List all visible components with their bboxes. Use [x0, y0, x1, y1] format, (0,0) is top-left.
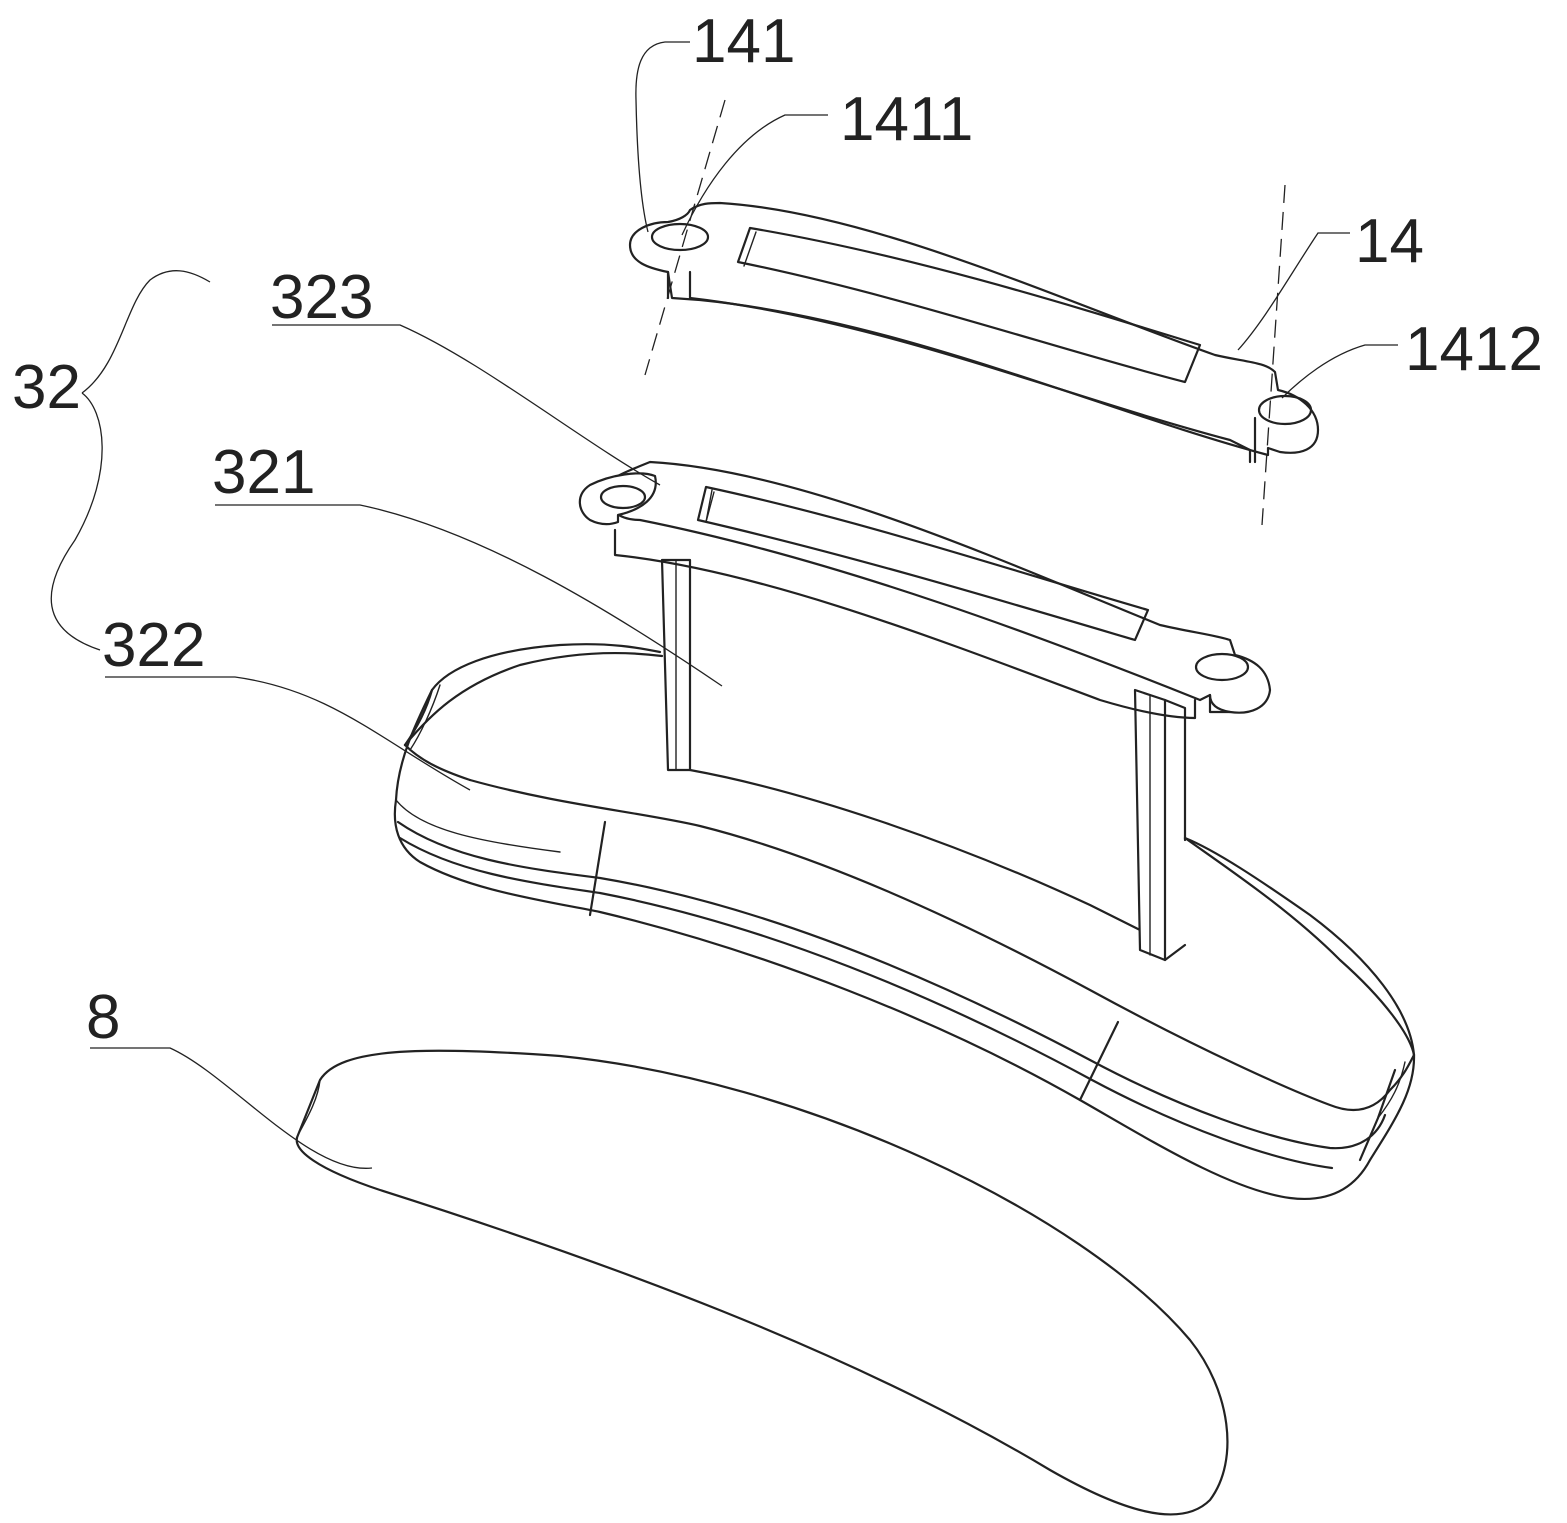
label-323: 323 [270, 263, 373, 332]
label-14: 14 [1355, 207, 1424, 276]
part-322-base [393, 643, 1416, 1200]
leader-lines [50, 41, 1398, 1169]
label-321: 321 [212, 438, 315, 507]
label-32: 32 [12, 353, 81, 422]
label-322: 322 [102, 611, 205, 680]
part-14-bracket [628, 201, 1320, 464]
part-321-post [660, 558, 1187, 962]
label-1412: 1412 [1405, 315, 1543, 384]
part-8-pad [295, 1049, 1229, 1516]
axis-right [1261, 184, 1286, 526]
label-8: 8 [86, 983, 120, 1052]
axis-left [644, 99, 726, 376]
label-141: 141 [692, 7, 795, 76]
label-1411: 1411 [840, 85, 973, 154]
part-323-bracket [578, 460, 1272, 720]
